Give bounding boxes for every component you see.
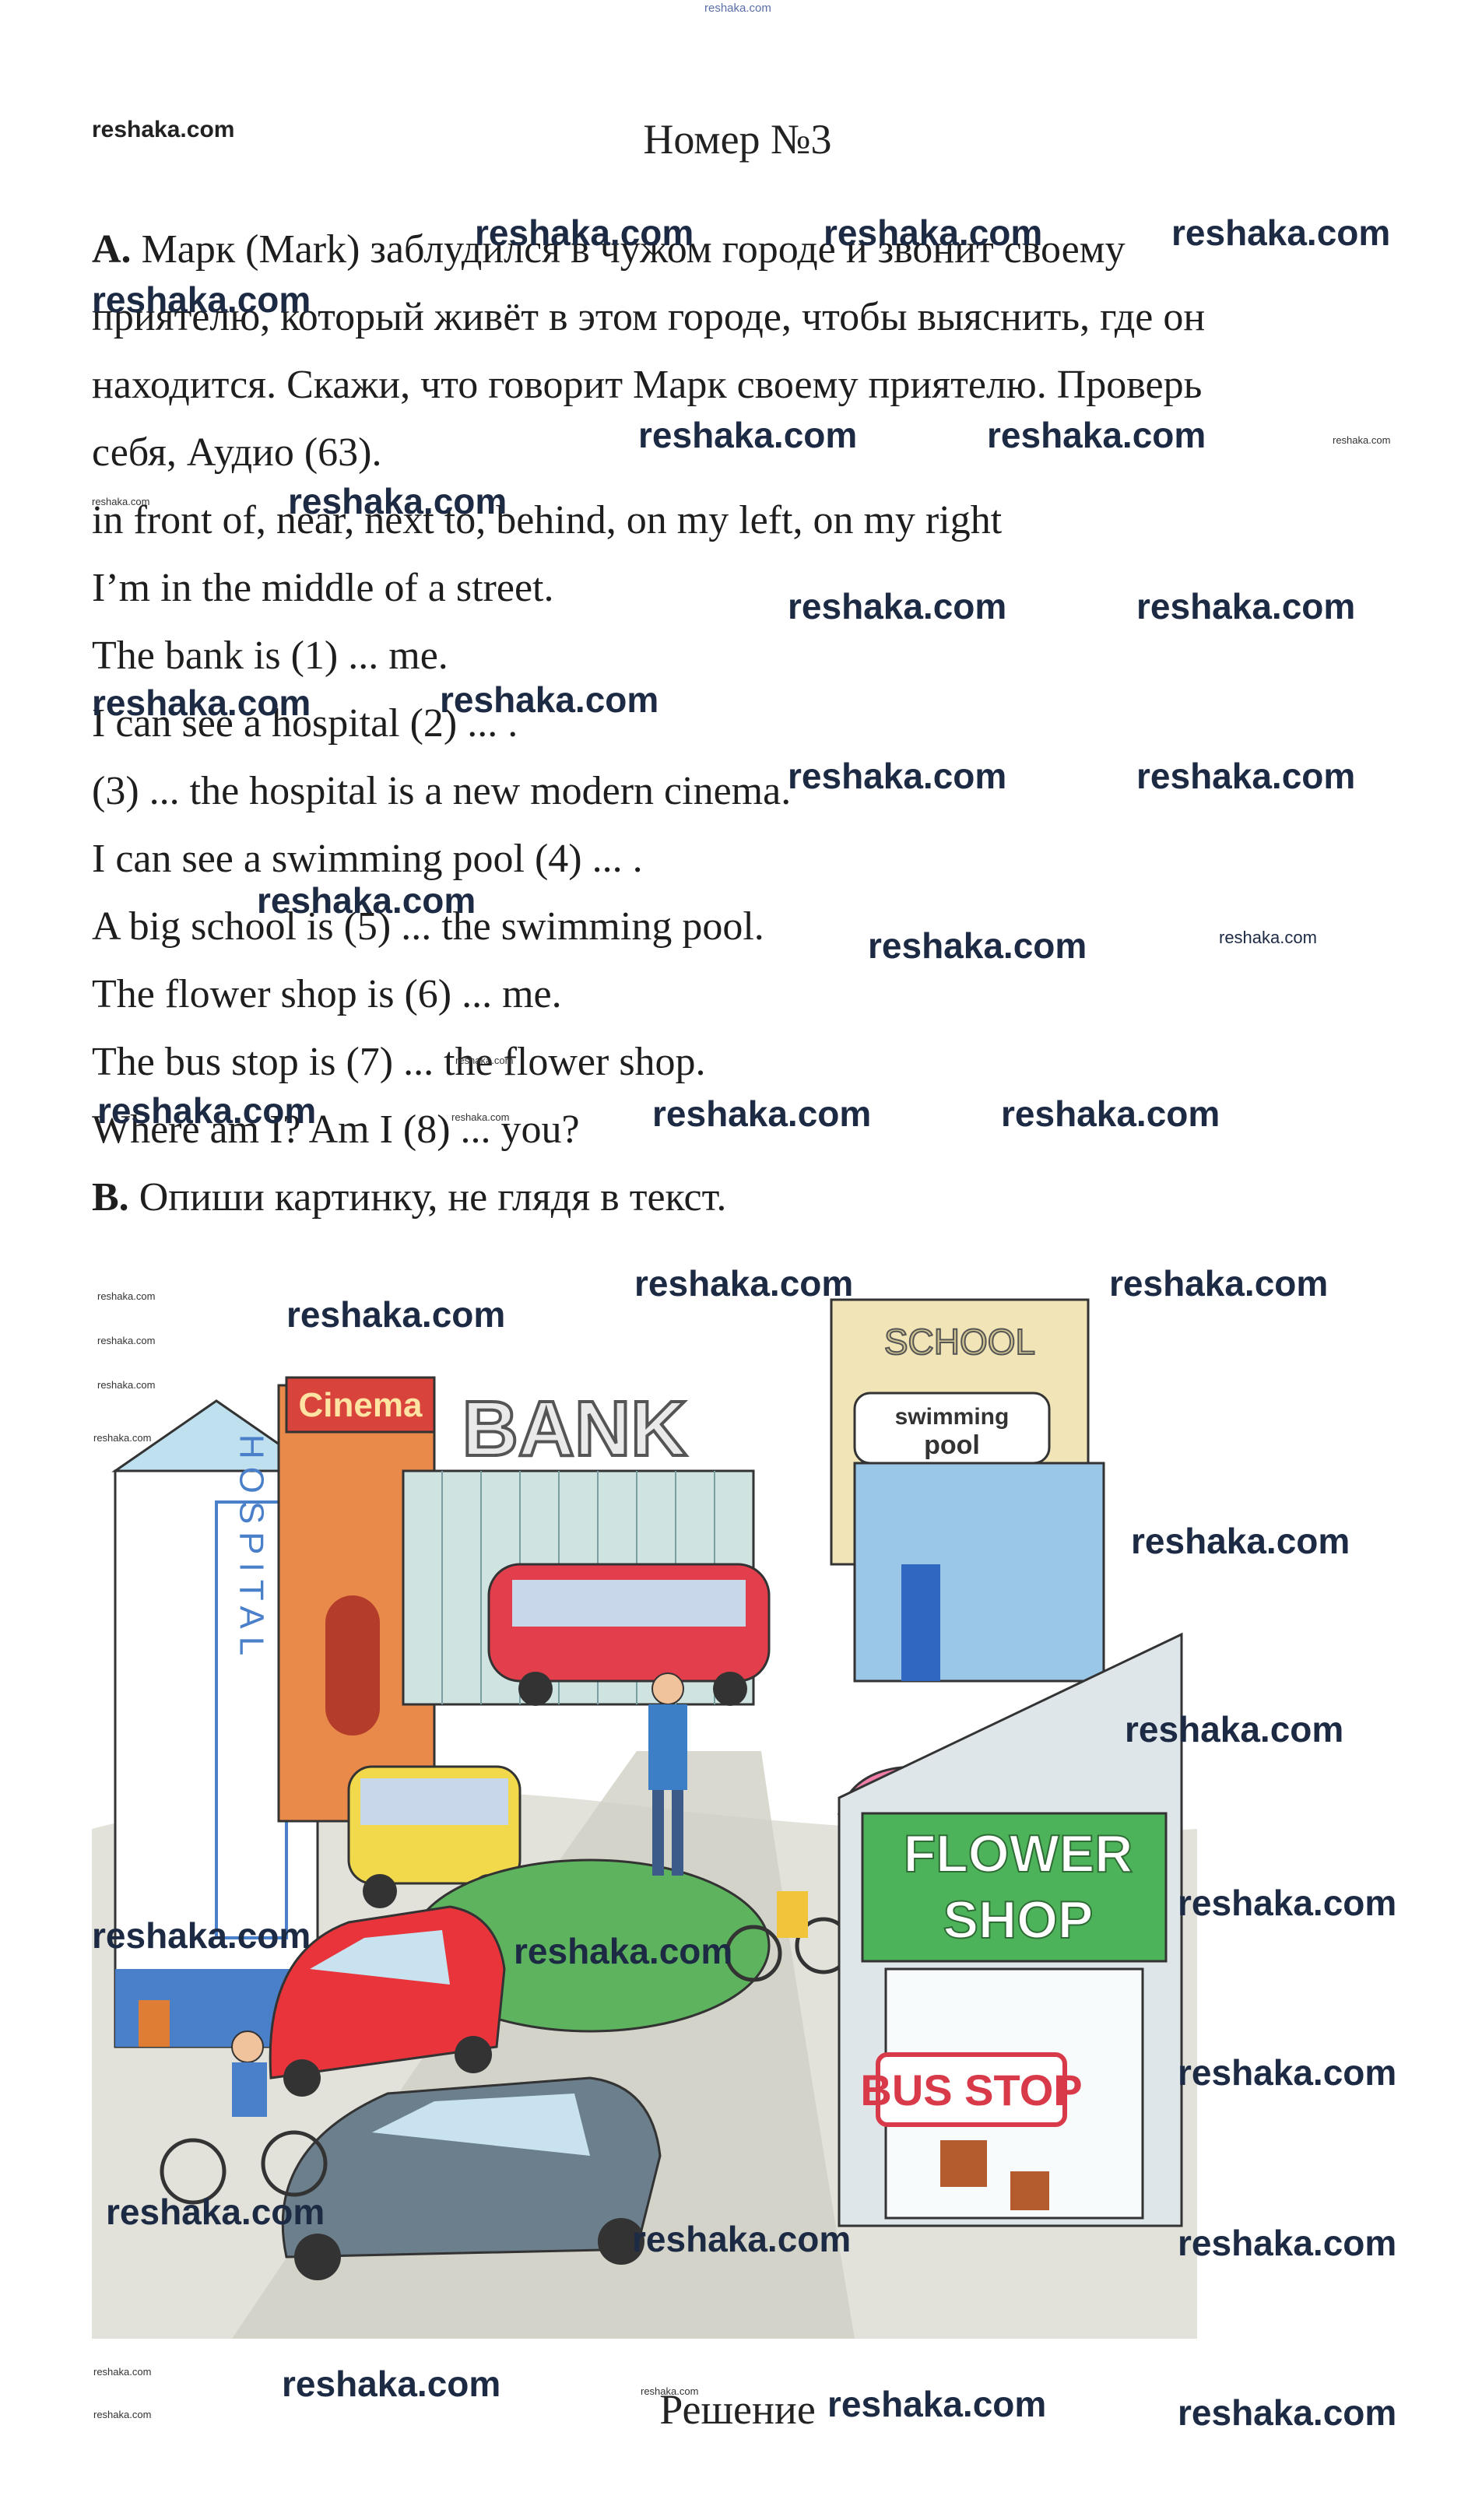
task-a-line-2: приятелю, который живёт в этом городе, ч… (92, 295, 1206, 339)
watermark: reshaka.com (257, 880, 476, 921)
watermark: reshaka.com (286, 1294, 506, 1335)
watermark: reshaka.com (1178, 2223, 1397, 2263)
watermark: reshaka.com (92, 279, 311, 320)
watermark: reshaka.com (1333, 434, 1391, 446)
task-a-line-3: находится. Скажи, что говорит Марк своем… (92, 363, 1203, 407)
cyclist-right (725, 1891, 852, 1982)
cyclist-left (160, 2030, 328, 2205)
sentence-8: Where am I? Am I (8) ... you? (92, 1107, 580, 1152)
sentence-6: The flower shop is (6) ... me. (92, 972, 562, 1016)
watermark: reshaka.com (282, 2364, 501, 2404)
watermark: reshaka.com (97, 1335, 156, 1346)
watermark: reshaka.com (827, 2384, 1047, 2424)
watermark: reshaka.com (92, 496, 150, 507)
watermark: reshaka.com (93, 1432, 152, 1444)
yellow-van (347, 1765, 522, 1908)
task-b-text: Опиши картинку, не глядя в текст. (139, 1175, 727, 1220)
sentence-4: I can see a swimming pool (4) ... . (92, 837, 643, 881)
watermark: reshaka.com (93, 2366, 152, 2378)
pool-sign-line-1: swimming (895, 1404, 1010, 1430)
watermark: reshaka.com (440, 679, 659, 720)
watermark: reshaka.com (987, 415, 1206, 455)
red-car (269, 1905, 506, 2097)
task-b-line: B. Опиши картинку, не глядя в текст. (92, 1178, 726, 1218)
hospital-sign: HOSPITAL (233, 1434, 271, 1663)
cinema-building: Cinema (277, 1376, 436, 1823)
watermark: reshaka.com (97, 1090, 317, 1131)
task-a-line-1: A. Марк (Mark) заблудился в чужом городе… (92, 230, 1126, 270)
watermark: reshaka.com (1001, 1093, 1220, 1134)
sentence-7: The bus stop is (7) ... the flower shop. (92, 1040, 706, 1084)
watermark: reshaka.com (93, 2409, 152, 2420)
watermark: reshaka.com (788, 586, 1007, 626)
school-building: SCHOOL swimming pool (830, 1298, 1105, 1683)
watermark: reshaka.com (288, 481, 507, 521)
street-illustration: HOSPITAL Cinema BANK SCHOOL swimming poo… (92, 1269, 1197, 2339)
watermark: reshaka.com (641, 2385, 699, 2397)
watermark: reshaka.com (1136, 586, 1356, 626)
watermark: reshaka.com (97, 1290, 156, 1302)
watermark: reshaka.com (638, 415, 858, 455)
solution-heading: Решение (659, 2386, 816, 2433)
watermark: reshaka.com (1178, 2392, 1397, 2433)
school-sign: SCHOOL (884, 1321, 1035, 1362)
word-bank: in front of, near, next to, behind, on m… (92, 498, 1003, 542)
watermark: reshaka.com (868, 925, 1087, 966)
site-name[interactable]: reshaka.com (92, 117, 235, 142)
watermark: reshaka.com (1109, 1263, 1329, 1304)
watermark: reshaka.com (451, 1111, 510, 1123)
watermark: reshaka.com (1136, 756, 1356, 796)
sentence-5: A big school is (5) ... the swimming poo… (92, 904, 764, 949)
red-bus (487, 1563, 771, 1706)
flower-shop-building: FLOWER SHOP BUS STOP (838, 1632, 1183, 2227)
task-a-label: A. (92, 227, 132, 272)
watermark: reshaka.com (1125, 1709, 1344, 1750)
pool-sign-line-2: pool (924, 1430, 980, 1460)
watermark: reshaka.com (92, 683, 311, 723)
bus-stop-sign: BUS STOP (860, 2065, 1082, 2115)
watermark: reshaka.com (788, 756, 1007, 796)
watermark: reshaka.com (632, 2219, 852, 2259)
task-a-text-1: Марк (Mark) заблудился в чужом городе и … (141, 227, 1126, 272)
top-site-link[interactable]: reshaka.com (704, 2, 771, 15)
grey-car (281, 2076, 662, 2280)
sentence-1: The bank is (1) ... me. (92, 634, 448, 678)
page-title: Номер №3 (643, 116, 832, 163)
watermark: reshaka.com (634, 1263, 854, 1304)
task-b-label: B. (92, 1175, 129, 1220)
bank-sign: BANK (462, 1385, 687, 1472)
watermark: reshaka.com (652, 1093, 872, 1134)
watermark: reshaka.com (824, 212, 1043, 253)
task-a-line-4: себя, Аудио (63). (92, 430, 382, 475)
watermark: reshaka.com (97, 1379, 156, 1391)
watermark: reshaka.com (106, 2192, 325, 2232)
watermark: reshaka.com (1171, 212, 1391, 253)
sentence-3: (3) ... the hospital is a new modern cin… (92, 769, 792, 813)
watermark: reshaka.com (475, 212, 694, 253)
watermark: reshaka.com (1178, 2052, 1397, 2093)
flower-shop-sign-line-2: SHOP (943, 1890, 1094, 1950)
sentence-2: I can see a hospital (2) ... . (92, 701, 518, 746)
watermark: reshaka.com (514, 1931, 733, 1971)
watermark: reshaka.com (1131, 1521, 1350, 1561)
watermark: reshaka.com (1219, 928, 1317, 947)
watermark: reshaka.com (455, 1055, 514, 1066)
watermark: reshaka.com (92, 1915, 311, 1956)
watermark: reshaka.com (1178, 1883, 1397, 1923)
cinema-sign: Cinema (299, 1386, 423, 1424)
flower-shop-sign-line-1: FLOWER (904, 1824, 1133, 1883)
sentence-0: I’m in the middle of a street. (92, 566, 554, 610)
